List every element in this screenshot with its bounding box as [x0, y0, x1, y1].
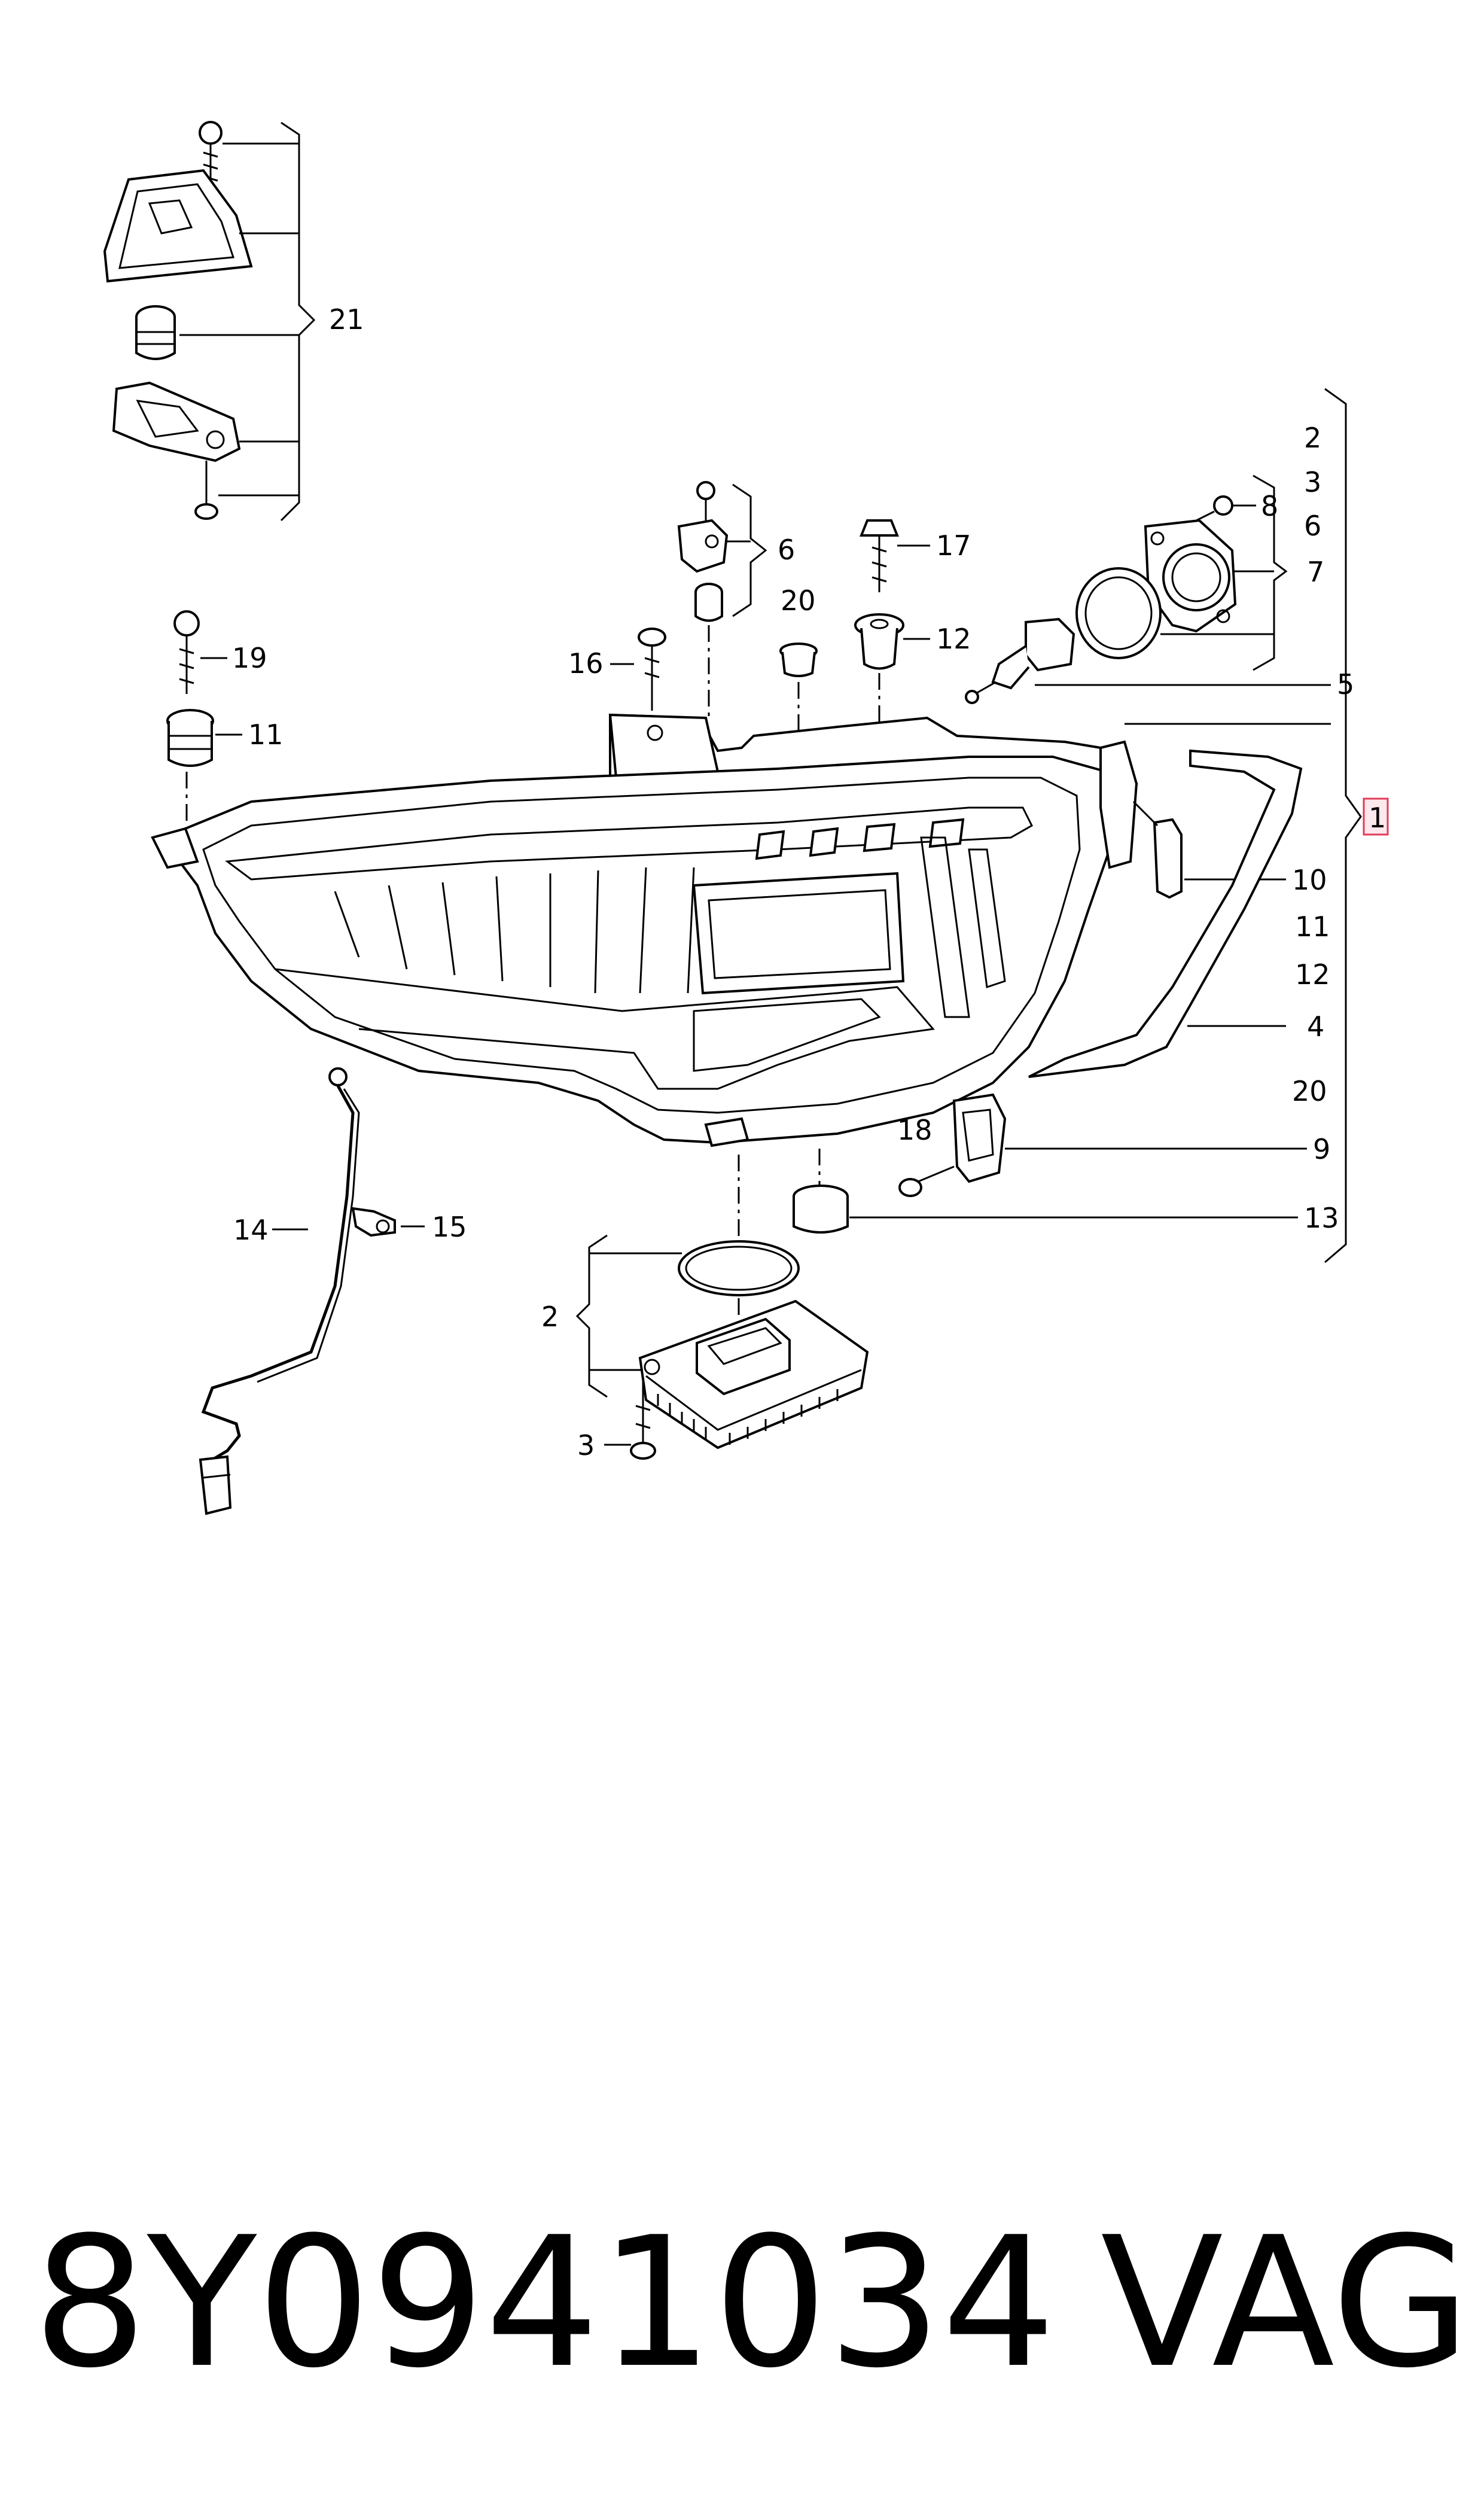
- callout-21: 21: [329, 303, 364, 336]
- kit-item-4: 11: [1295, 911, 1330, 943]
- callout-20: 20: [781, 584, 816, 617]
- part-20-cap-group: 20: [779, 584, 818, 742]
- part-19-screw-group: 19 11: [166, 610, 284, 826]
- part-number: 8Y0941034: [33, 2199, 1056, 2407]
- callout-14: 14: [233, 1214, 269, 1246]
- plug-icon: [135, 305, 176, 360]
- screw-icon: [199, 121, 223, 197]
- brand-label: VAG: [1101, 2199, 1471, 2407]
- part-21-bracket-group: 21: [103, 121, 364, 522]
- seal-ring-icon: [1075, 567, 1162, 659]
- callout-1: 1: [1369, 802, 1386, 834]
- screw-icon: [630, 1376, 656, 1460]
- grommet-icon: [793, 1185, 849, 1234]
- screw-icon: [638, 628, 666, 694]
- cover-flange-icon: [1144, 519, 1237, 633]
- part-13-grommet-group: 13: [793, 1149, 1339, 1234]
- kit-item-2: 6: [1304, 510, 1321, 542]
- part-1-kit-group: 1 2 3 6 11 12 20: [1125, 388, 1389, 1263]
- lower-bracket-icon: [112, 381, 241, 462]
- headlight-housing: [151, 713, 1138, 1147]
- callout-9: 9: [1313, 1133, 1330, 1165]
- seal-strip-icon: [1028, 749, 1303, 1078]
- callout-12: 12: [936, 623, 971, 655]
- part-2-control-unit-group: 2 3: [541, 1155, 869, 1462]
- bracket-icon: [952, 1093, 1007, 1183]
- callout-2: 2: [541, 1301, 559, 1333]
- callout-17: 17: [936, 529, 971, 562]
- part-1-highlight: [1363, 797, 1389, 836]
- part-7-cover-group: 8 7: [1075, 474, 1324, 671]
- plug-icon: [166, 709, 214, 767]
- callout-7: 7: [1307, 556, 1324, 588]
- part-16-screw-group: 16: [568, 628, 666, 730]
- kit-item-0: 2: [1304, 422, 1321, 454]
- screw-icon: [696, 481, 715, 520]
- callout-18: 18: [897, 1114, 933, 1146]
- headlight-exploded-diagram: 21 6 17 1: [103, 121, 1389, 1515]
- seal-ring-icon: [678, 1240, 800, 1296]
- screw-icon: [860, 519, 899, 592]
- callout-16: 16: [568, 647, 604, 680]
- part-9-bracket-group: 18 9: [897, 1093, 1330, 1197]
- kit-item-6: 20: [1292, 1075, 1327, 1107]
- callout-3: 3: [577, 1429, 595, 1462]
- part-5-bulb-group: 5: [965, 617, 1354, 704]
- callout-13: 13: [1304, 1202, 1339, 1234]
- callout-10: 10: [1292, 864, 1327, 896]
- part-6-clip-group: 6: [677, 481, 795, 718]
- cap-icon: [779, 643, 818, 677]
- connector-icon: [199, 1455, 232, 1515]
- part-4-seal-strip-group: 4: [1028, 749, 1324, 1078]
- callout-11: 11: [248, 718, 284, 751]
- upper-bracket-icon: [103, 169, 253, 283]
- nut-icon: [694, 583, 723, 622]
- part-14-sensor-cable-group: 14: [199, 1067, 360, 1515]
- part-17-screw-group: 17 12: [854, 519, 971, 730]
- callout-8: 8: [1261, 490, 1278, 522]
- clip-icon: [677, 519, 729, 573]
- clip-icon: [351, 1207, 396, 1237]
- callout-19: 19: [232, 642, 267, 674]
- bulb-icon: [965, 617, 1075, 704]
- callout-4: 4: [1307, 1010, 1324, 1043]
- part-10-clip-group: 10: [1132, 800, 1327, 899]
- kit-item-1: 3: [1304, 466, 1321, 498]
- screw-icon: [173, 610, 200, 694]
- callout-15: 15: [432, 1211, 467, 1243]
- kit-item-5: 12: [1295, 958, 1330, 991]
- part-15-clip-group: 15: [351, 1207, 467, 1243]
- control-unit-icon: [638, 1299, 869, 1450]
- screw-icon: [898, 1165, 955, 1197]
- screw-icon: [194, 461, 218, 520]
- grommet-icon: [854, 613, 904, 670]
- clip-icon: [1153, 818, 1183, 899]
- callout-6: 6: [778, 534, 795, 566]
